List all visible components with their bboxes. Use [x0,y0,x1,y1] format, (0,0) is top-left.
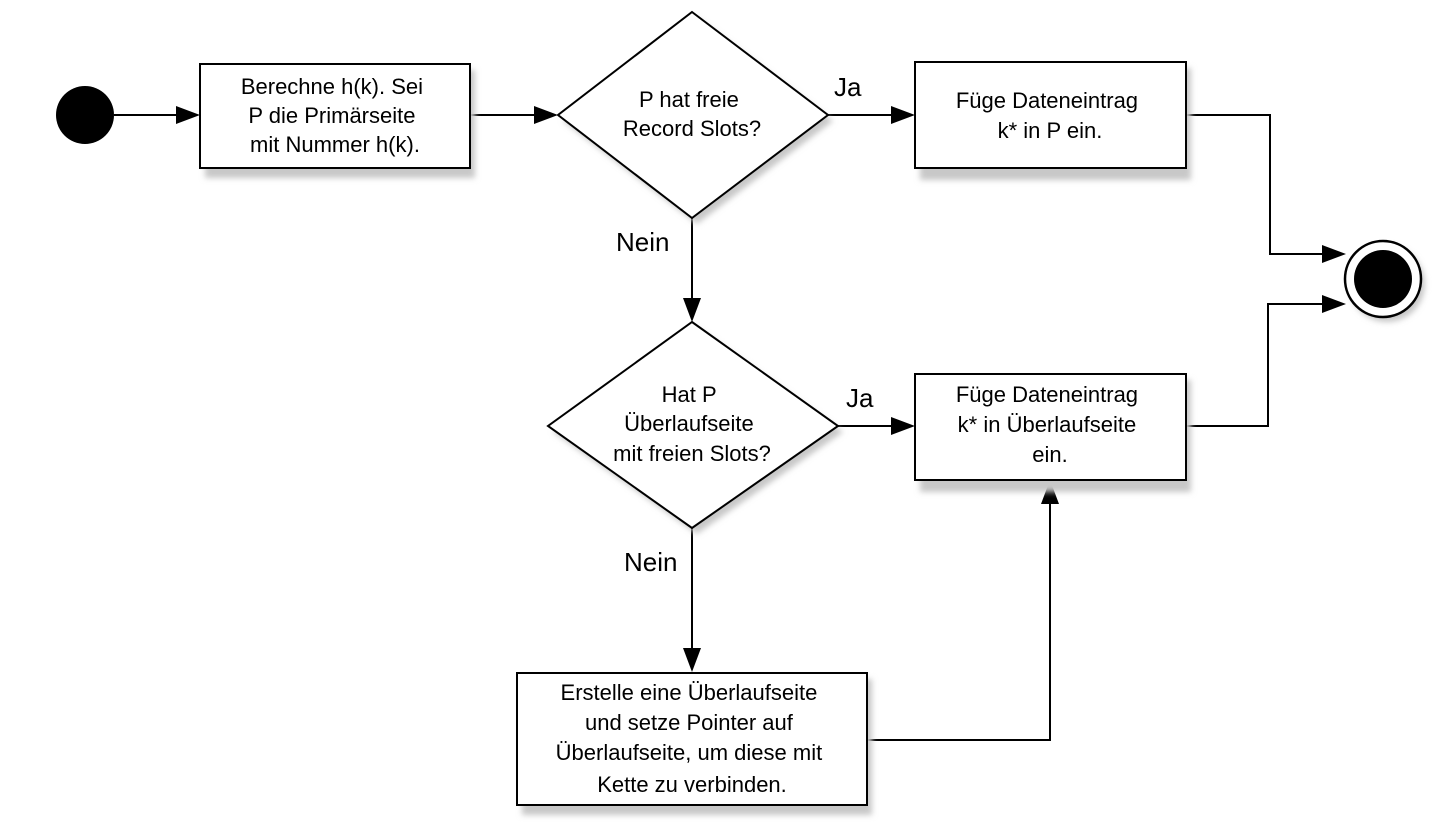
svg-text:Berechne h(k). Sei P die: Berechne h(k). Sei P die Primärseite mit… [241,74,429,157]
decision-free-slots-line-2: Record Slots? [623,116,761,141]
insert-overflow-line-3: ein. [1032,442,1067,467]
compute-hash-line-2: P die Primärseite [248,103,415,128]
compute-hash-line-1: Berechne h(k). Sei [241,74,423,99]
arrowhead [1322,245,1346,263]
action-create-overflow: Erstelle eine Überlaufseite und setze Po… [516,672,872,815]
compute-hash-line-3: mit Nummer h(k). [250,132,420,157]
arrowhead [176,106,200,124]
arrowhead [891,417,915,435]
decision-overflow-line-1: Hat P [662,382,717,407]
decision-overflow: Hat P Überlaufseite mit freien Slots? [546,320,843,534]
edges [114,106,1346,741]
arrowhead [1322,295,1346,313]
decision-free-slots: P hat freie Record Slots? [556,10,833,224]
insert-primary-line-2: k* in P ein. [998,118,1103,143]
svg-text:Füge Dateneintrag k* in: Füge Dateneintrag k* in Überlaufseite ei… [956,382,1144,467]
svg-text:P hat freie Record Slots: P hat freie Record Slots? [623,87,761,141]
create-overflow-line-1: Erstelle eine Überlaufseite [561,680,818,705]
arrowhead [891,106,915,124]
arrowhead [534,106,558,124]
label-free-slots-yes: Ja [834,72,862,102]
edge-create-to-insert-overflow [867,502,1051,741]
action-insert-overflow: Füge Dateneintrag k* in Überlaufseite ei… [914,373,1191,492]
decision-overflow-line-2: Überlaufseite [624,411,754,436]
decision-free-slots-line-1: P hat freie [639,87,739,112]
create-overflow-line-4: Kette zu verbinden. [597,772,787,797]
insert-primary-line-1: Füge Dateneintrag [956,88,1138,113]
svg-text:Füge Dateneintrag k* in: Füge Dateneintrag k* in P ein. [956,88,1144,143]
final-node [1343,239,1425,322]
svg-text:Erstelle eine Überlaufseite: Erstelle eine Überlaufseite und setze Po… [556,680,829,797]
action-insert-primary: Füge Dateneintrag k* in P ein. [914,61,1191,180]
label-overflow-no: Nein [624,547,677,577]
label-overflow-yes: Ja [846,383,874,413]
label-free-slots-no: Nein [616,227,669,257]
edge-insert-overflow-to-end [1186,303,1324,427]
decision-overflow-line-3: mit freien Slots? [613,441,771,466]
create-overflow-line-3: Überlaufseite, um diese mit [556,740,823,765]
insert-overflow-line-1: Füge Dateneintrag [956,382,1138,407]
svg-text:Hat P Überlaufseite: Hat P Überlaufseite mit freien Slots? [613,382,771,466]
insert-overflow-line-2: k* in Überlaufseite [958,412,1137,437]
arrowhead [683,648,701,672]
create-overflow-line-2: und setze Pointer auf [585,710,794,735]
initial-node [56,86,114,144]
edge-insert-primary-to-end [1186,114,1324,255]
action-compute-hash: Berechne h(k). Sei P die Primärseite mit… [199,63,475,178]
arrowhead [683,298,701,322]
